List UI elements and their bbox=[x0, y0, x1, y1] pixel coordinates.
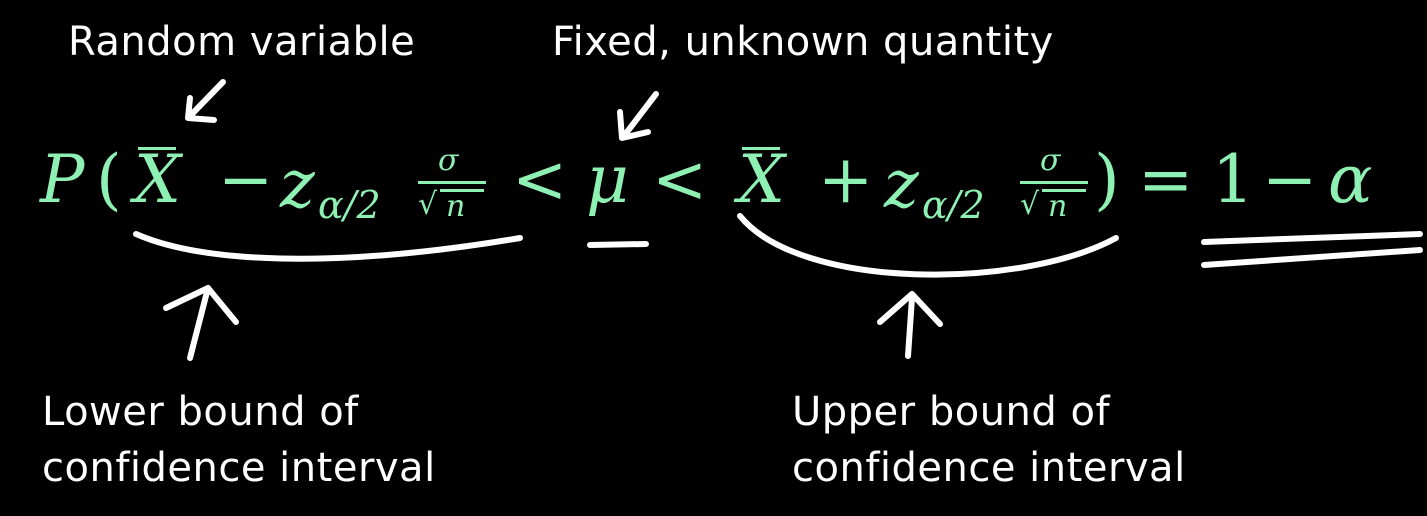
formula-sqrt-bar-right bbox=[1042, 189, 1086, 192]
formula-open-paren: ( bbox=[96, 141, 122, 218]
formula-fraction-bar-left bbox=[418, 181, 486, 184]
formula-alpha: α bbox=[1328, 141, 1373, 218]
lower-bound-underline bbox=[133, 231, 523, 262]
formula-xbar-overline-right bbox=[742, 147, 780, 150]
formula-z-subscript-left: α/2 bbox=[318, 183, 381, 227]
formula-plus: + bbox=[818, 141, 874, 218]
formula-fraction-bar-right bbox=[1020, 181, 1088, 184]
lower-bound-label-line1: Lower bound of bbox=[42, 389, 359, 435]
formula-prob: P bbox=[40, 141, 85, 218]
formula-z-subscript-right: α/2 bbox=[922, 183, 985, 227]
formula-xbar-overline-left bbox=[138, 147, 176, 150]
formula-z-right: z bbox=[884, 146, 919, 223]
formula-minus: − bbox=[218, 141, 274, 218]
formula-n-right: n bbox=[1048, 189, 1068, 224]
upper-bound-underline bbox=[737, 213, 1119, 278]
formula-sqrt-bar-left bbox=[440, 189, 484, 192]
formula-mu: μ bbox=[586, 141, 629, 218]
formula-close-paren: ) bbox=[1094, 141, 1120, 218]
formula-sqrt-right: √ bbox=[1020, 187, 1040, 222]
formula-one: 1 bbox=[1212, 141, 1254, 218]
formula-sigma-left: σ bbox=[438, 143, 459, 178]
formula-lt-left: < bbox=[512, 141, 568, 218]
formula-xbar-right: X bbox=[738, 141, 785, 218]
formula-minus-alpha: − bbox=[1262, 141, 1318, 218]
random-variable-label: Random variable bbox=[68, 19, 416, 65]
upper-bound-label-line1: Upper bound of bbox=[792, 389, 1111, 435]
lower-bound-label-line2: confidence interval bbox=[42, 445, 436, 491]
confidence-level-underline-bottom bbox=[1201, 247, 1423, 268]
formula-n-left: n bbox=[446, 189, 466, 224]
upper-bound-arrow-icon bbox=[877, 291, 943, 359]
upper-bound-label-line2: confidence interval bbox=[792, 445, 1186, 491]
lower-bound-arrow-icon bbox=[163, 285, 239, 361]
formula-sigma-right: σ bbox=[1040, 143, 1061, 178]
mu-underline bbox=[587, 241, 649, 248]
random-variable-arrow-icon bbox=[185, 79, 226, 123]
confidence-level-underline-top bbox=[1201, 231, 1423, 245]
fixed-quantity-arrow-icon bbox=[617, 91, 659, 141]
formula-z-left: z bbox=[280, 146, 315, 223]
fixed-unknown-quantity-label: Fixed, unknown quantity bbox=[552, 19, 1054, 65]
formula-equals: = bbox=[1138, 141, 1194, 218]
formula-lt-right: < bbox=[652, 141, 708, 218]
formula-sqrt-left: √ bbox=[418, 187, 438, 222]
formula-xbar-left: X bbox=[134, 141, 181, 218]
